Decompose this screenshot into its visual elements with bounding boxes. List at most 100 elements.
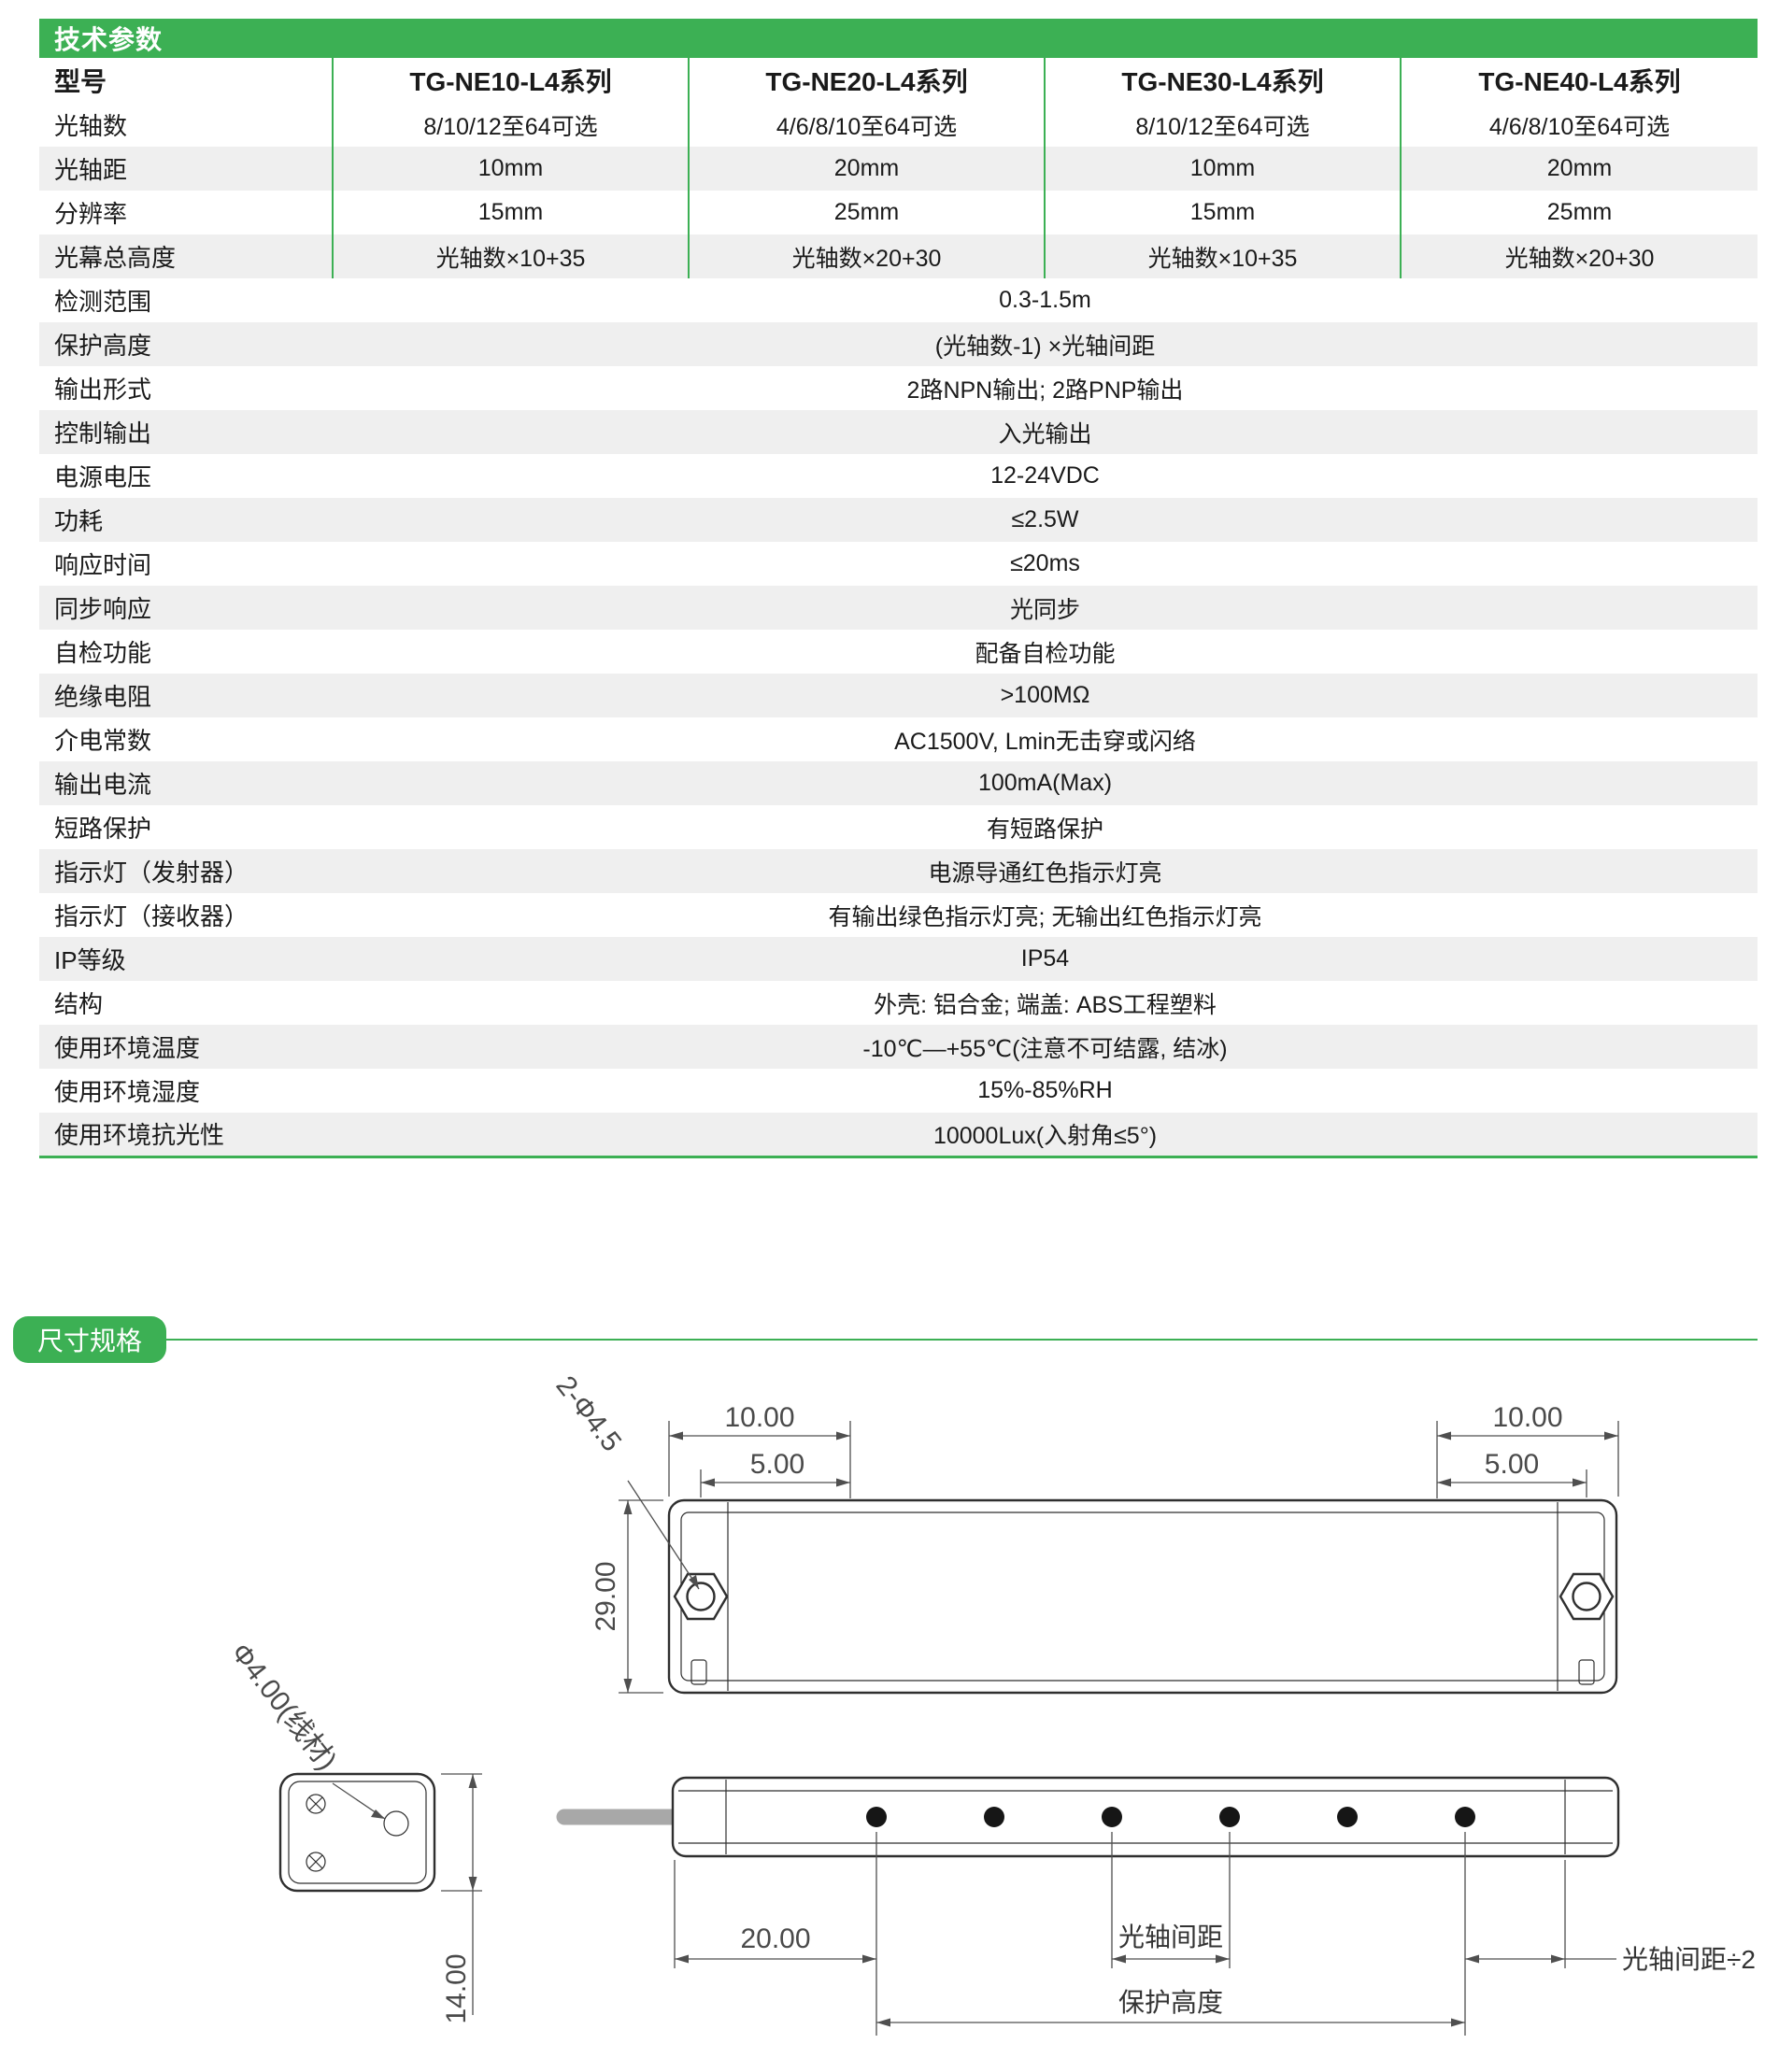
table-row: 介电常数 AC1500V, Lmin无击穿或闪络 bbox=[39, 717, 1758, 761]
table-row-optical-axes: 光轴数 8/10/12至64可选 4/6/8/10至64可选 8/10/12至6… bbox=[39, 103, 1758, 147]
table-row: 响应时间 ≤20ms bbox=[39, 542, 1758, 586]
dimension-drawings: 2-Φ4.5 10.00 5.00 10.00 5.00 bbox=[224, 1370, 1756, 2036]
row-value: 25mm bbox=[689, 191, 1046, 234]
row-label: 指示灯（发射器） bbox=[54, 859, 249, 887]
table-row: IP等级 IP54 bbox=[39, 937, 1758, 981]
row-label: 光轴距 bbox=[39, 147, 334, 191]
table-row: 控制输出 入光输出 bbox=[39, 410, 1758, 454]
model-header-cell: 型号 bbox=[39, 58, 334, 103]
row-value: 10mm bbox=[1045, 147, 1402, 191]
row-value: IP54 bbox=[1020, 945, 1070, 972]
dim-20-label: 20.00 bbox=[740, 1923, 810, 1954]
row-label: 检测范围 bbox=[54, 288, 152, 316]
housing-outline bbox=[667, 1498, 1618, 1694]
profile-outline bbox=[671, 1776, 1620, 1857]
left-mounting-hole bbox=[686, 1581, 716, 1611]
dimension-left-10: 10.00 bbox=[668, 1402, 851, 1498]
right-mounting-hole bbox=[1572, 1581, 1601, 1611]
dimension-half-pitch: 光轴间距÷2 bbox=[1464, 1831, 1756, 2036]
row-value: 20mm bbox=[689, 147, 1046, 191]
dimensions-title: 尺寸规格 bbox=[37, 1326, 143, 1355]
row-value: 电源导通红色指示灯亮 bbox=[928, 859, 1162, 887]
row-label: 输出形式 bbox=[54, 376, 152, 404]
series-header-ne40: TG-NE40-L4系列 bbox=[1478, 67, 1681, 96]
series-header-ne10: TG-NE10-L4系列 bbox=[333, 58, 690, 103]
dimensions-divider-line bbox=[166, 1338, 1758, 1341]
dim-right-5-label: 5.00 bbox=[1485, 1449, 1539, 1480]
table-row: 电源电压 12-24VDC bbox=[39, 454, 1758, 498]
cable-callout-label: Φ4.00(线材) bbox=[224, 1637, 342, 1775]
table-row: 使用环境湿度 15%-85%RH bbox=[39, 1069, 1758, 1113]
row-value: 光同步 bbox=[1009, 596, 1080, 623]
dimension-height-29: 29.00 bbox=[591, 1498, 663, 1694]
series-header-ne20: TG-NE20-L4系列 bbox=[689, 58, 1046, 103]
row-value: ≤20ms bbox=[1010, 550, 1080, 576]
dimension-left-5: 5.00 bbox=[700, 1449, 850, 1497]
dimensions-section-header: 尺寸规格 bbox=[13, 1315, 1758, 1363]
table-row-resolution: 分辨率 15mm 25mm 15mm 25mm bbox=[39, 191, 1758, 234]
dim-protect-label: 保护高度 bbox=[1118, 1988, 1223, 2017]
table-row: 使用环境温度 -10℃—+55℃(注意不可结露, 结冰) bbox=[39, 1025, 1758, 1069]
row-label: 分辨率 bbox=[39, 191, 334, 234]
row-value: 4/6/8/10至64可选 bbox=[1488, 113, 1671, 140]
row-label: 功耗 bbox=[54, 507, 104, 535]
beam-dot bbox=[1102, 1806, 1122, 1827]
row-label: 介电常数 bbox=[54, 727, 152, 755]
dim-29-label: 29.00 bbox=[591, 1561, 621, 1631]
row-value: 光轴数×20+30 bbox=[689, 234, 1046, 278]
dimensions-title-tag: 尺寸规格 bbox=[13, 1315, 167, 1363]
end-cap-outline bbox=[278, 1772, 436, 1892]
row-label: 电源电压 bbox=[54, 463, 152, 491]
row-value: -10℃—+55℃(注意不可结露, 结冰) bbox=[862, 1035, 1228, 1062]
beam-dot bbox=[866, 1806, 887, 1827]
row-value: ≤2.5W bbox=[1011, 506, 1079, 532]
row-value: 有输出绿色指示灯亮; 无输出红色指示灯亮 bbox=[828, 903, 1262, 930]
beam-dot bbox=[1455, 1806, 1475, 1827]
dimension-20: 20.00 bbox=[674, 1831, 877, 2036]
dimension-protect-height: 保护高度 bbox=[876, 1988, 1465, 2026]
table-row: 指示灯（接收器） 有输出绿色指示灯亮; 无输出红色指示灯亮 bbox=[39, 893, 1758, 937]
table-row: 结构 外壳: 铝合金; 端盖: ABS工程塑料 bbox=[39, 981, 1758, 1025]
row-value: 0.3-1.5m bbox=[999, 287, 1091, 313]
dim-left-10-label: 10.00 bbox=[724, 1402, 794, 1433]
row-value: 入光输出 bbox=[998, 420, 1092, 447]
row-value: 8/10/12至64可选 bbox=[1045, 103, 1402, 147]
table-row: 同步响应 光同步 bbox=[39, 586, 1758, 630]
row-value: 15mm bbox=[333, 191, 690, 234]
row-value: 光轴数×20+30 bbox=[1504, 245, 1655, 272]
table-row: 功耗 ≤2.5W bbox=[39, 498, 1758, 542]
row-value: 光轴数×10+35 bbox=[1045, 234, 1402, 278]
row-label: 光轴数 bbox=[39, 103, 334, 147]
row-value: AC1500V, Lmin无击穿或闪络 bbox=[894, 728, 1196, 755]
hole-callout-label: 2-Φ4.5 bbox=[549, 1370, 627, 1456]
series-header-ne30: TG-NE30-L4系列 bbox=[1045, 58, 1402, 103]
left-indicator-window bbox=[690, 1658, 707, 1685]
profile-drawing bbox=[556, 1776, 1620, 1857]
row-value: 25mm bbox=[1546, 199, 1613, 225]
row-label: 响应时间 bbox=[54, 551, 152, 579]
row-label: 绝缘电阻 bbox=[54, 683, 152, 711]
row-value: 20mm bbox=[1546, 155, 1613, 181]
dim-left-5-label: 5.00 bbox=[750, 1449, 804, 1480]
row-label: 输出电流 bbox=[54, 771, 152, 799]
beam-dot bbox=[1219, 1806, 1240, 1827]
row-value: 10mm bbox=[333, 147, 690, 191]
row-value: 10000Lux(入射角≤5°) bbox=[932, 1122, 1158, 1149]
dimension-height-14: 14.00 bbox=[441, 1772, 482, 2023]
dim-half-pitch-label: 光轴间距÷2 bbox=[1622, 1945, 1756, 1974]
row-value: 12-24VDC bbox=[990, 462, 1100, 489]
table-row: 输出形式 2路NPN输出; 2路PNP输出 bbox=[39, 366, 1758, 410]
row-value: 配备自检功能 bbox=[975, 640, 1116, 667]
dim-right-10-label: 10.00 bbox=[1492, 1402, 1562, 1433]
row-label: 短路保护 bbox=[54, 815, 152, 843]
row-label: 控制输出 bbox=[54, 419, 152, 447]
row-value: 15%-85%RH bbox=[977, 1077, 1113, 1103]
dimension-right-5: 5.00 bbox=[1437, 1449, 1587, 1497]
row-value: 有短路保护 bbox=[986, 816, 1103, 843]
row-value: 2路NPN输出; 2路PNP输出 bbox=[906, 376, 1184, 404]
tech-params-title: 技术参数 bbox=[54, 25, 164, 54]
dimension-pitch: 光轴间距 bbox=[1111, 1831, 1231, 1968]
row-value: 外壳: 铝合金; 端盖: ABS工程塑料 bbox=[874, 991, 1217, 1018]
table-row: 检测范围 0.3-1.5m bbox=[39, 278, 1758, 322]
dimension-right-10: 10.00 bbox=[1436, 1402, 1619, 1498]
